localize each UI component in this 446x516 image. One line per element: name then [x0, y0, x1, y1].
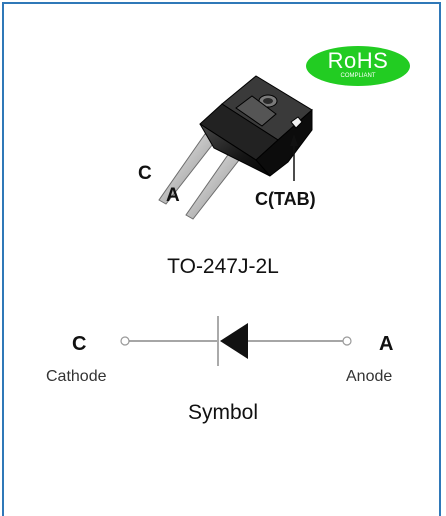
symbol-title: Symbol [187, 401, 259, 424]
symbol-left-pin: C [72, 333, 87, 355]
diode-symbol [120, 316, 352, 366]
symbol-cathode-label: Cathode [46, 368, 107, 385]
pin-label-tab: C(TAB) [255, 189, 316, 209]
package-name: TO-247J-2L [167, 255, 279, 278]
rohs-badge: RoHS COMPLIANT [306, 46, 410, 86]
diode-triangle-icon [220, 323, 248, 359]
anode-terminal-icon [342, 336, 352, 346]
tab-arrow-icon [290, 134, 298, 181]
rohs-badge-text: RoHS [327, 48, 389, 73]
rohs-badge-subtext: COMPLIANT [340, 73, 376, 79]
package-body [199, 75, 313, 177]
cathode-terminal-icon [120, 336, 130, 346]
pin-label-anode: A [166, 185, 180, 206]
pin-label-cathode: C [138, 163, 152, 184]
tab-window-icon [290, 116, 303, 129]
symbol-anode-label: Anode [346, 368, 393, 385]
symbol-right-pin: A [379, 333, 394, 355]
